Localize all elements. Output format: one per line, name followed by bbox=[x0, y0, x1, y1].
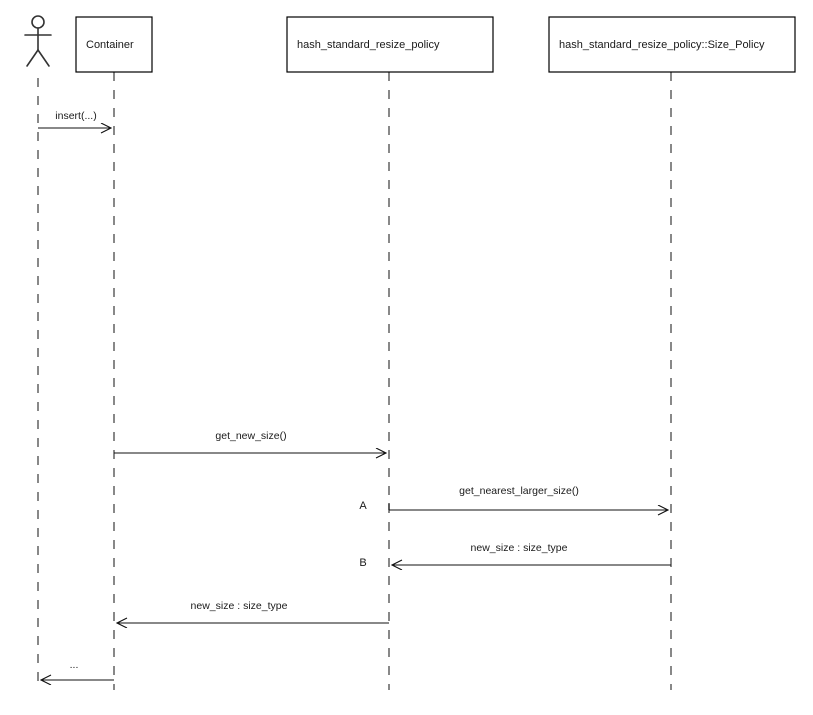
message-get-nearest-larger-size[interactable]: A get_nearest_larger_size() bbox=[359, 485, 667, 512]
message-new-size-return-b-label: new_size : size_type bbox=[471, 542, 568, 554]
participant-container-label: Container bbox=[86, 39, 134, 51]
actor-icon bbox=[24, 15, 52, 67]
message-ellipsis-return-label: ... bbox=[70, 659, 79, 671]
message-ellipsis-return[interactable]: ... bbox=[42, 659, 114, 680]
participant-hash-standard-resize-policy-label: hash_standard_resize_policy bbox=[297, 39, 440, 51]
participant-size-policy-label: hash_standard_resize_policy::Size_Policy bbox=[559, 39, 765, 51]
message-new-size-return-b[interactable]: B new_size : size_type bbox=[359, 542, 671, 569]
participant-size-policy[interactable]: hash_standard_resize_policy::Size_Policy bbox=[548, 16, 796, 73]
message-seq-label-a: A bbox=[359, 500, 367, 512]
message-get-nearest-larger-size-label: get_nearest_larger_size() bbox=[459, 485, 579, 497]
message-new-size-return[interactable]: new_size : size_type bbox=[118, 600, 389, 623]
message-get-new-size-label: get_new_size() bbox=[215, 430, 286, 442]
participant-hash-standard-resize-policy[interactable]: hash_standard_resize_policy bbox=[286, 16, 494, 73]
message-new-size-return-label: new_size : size_type bbox=[191, 600, 288, 612]
message-insert[interactable]: insert(...) bbox=[38, 110, 110, 128]
message-insert-label: insert(...) bbox=[55, 110, 96, 122]
participant-container[interactable]: Container bbox=[75, 16, 153, 73]
message-seq-label-b: B bbox=[359, 557, 366, 569]
message-get-new-size[interactable]: get_new_size() bbox=[114, 430, 385, 453]
